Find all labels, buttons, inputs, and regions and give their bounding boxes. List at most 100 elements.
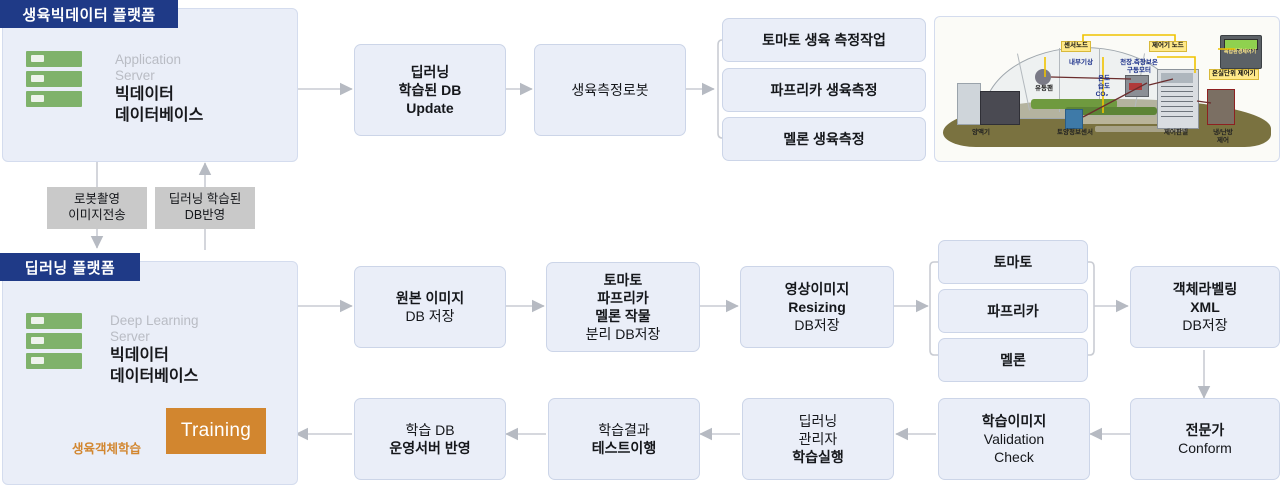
box-line: 토마토 생육 측정작업: [762, 31, 886, 48]
server-title-line1: 빅데이터: [110, 346, 169, 364]
server-led-icon: [31, 55, 44, 62]
box-training-image-validation-check[interactable]: 학습이미지 Validation Check: [938, 398, 1090, 480]
greenhouse-rib: [1059, 48, 1060, 112]
box-line: 학습 DB: [405, 421, 455, 438]
box-line: 전문가: [1185, 421, 1225, 438]
pill-line1: 딥러닝 학습된: [168, 192, 242, 207]
pill-robot-image-transfer: 로봇촬영 이미지전송: [47, 187, 147, 229]
label-control-panel: 제어판넬: [1164, 129, 1188, 136]
server-bar: [26, 51, 82, 67]
greenhouse-wires: [1044, 34, 1235, 118]
greenhouse-rib: [1099, 48, 1100, 112]
box-line: 학습결과: [598, 421, 650, 438]
box-line: DB 저장: [405, 308, 455, 324]
box-line: 딥러닝: [798, 412, 838, 429]
server-led-icon: [31, 357, 44, 364]
label-humidity: 습도: [1098, 83, 1110, 90]
box-line: 학습이미지: [981, 412, 1047, 429]
box-melon-growth-measurement[interactable]: 멜론 생육측정: [722, 117, 926, 161]
label-co2: CO₂: [1095, 91, 1109, 98]
server-bar: [26, 71, 82, 87]
label-roof-motor-line2: 구동모터: [1127, 67, 1151, 74]
box-paprika-growth-measurement[interactable]: 파프리카 생육측정: [722, 68, 926, 112]
box-line: 학습된 DB: [398, 81, 462, 98]
label-circulation-fan: 유동팬: [1035, 85, 1053, 92]
box-line: 멜론: [1000, 351, 1026, 368]
box-line: 운영서버 반영: [389, 440, 471, 456]
box-original-image-db-save[interactable]: 원본 이미지 DB 저장: [354, 266, 506, 348]
box-line: 객체라벨링: [1172, 280, 1238, 297]
server-title-line2: 데이터베이스: [115, 106, 204, 124]
server-subtitle-line1: Deep Learning: [110, 313, 199, 328]
server-led-icon: [31, 75, 44, 82]
server-led-icon: [31, 337, 44, 344]
box-line: DB저장: [794, 317, 840, 334]
circulation-fan-icon: [1035, 69, 1051, 85]
deeplearning-server-label: Deep Learning Server 빅데이터 데이터베이스: [110, 313, 199, 387]
box-line: 파프리카: [597, 289, 649, 306]
label-hvac-line2: 제어: [1217, 137, 1229, 144]
greenhouse-bed: [1075, 117, 1175, 124]
box-crop-melon[interactable]: 멜론: [938, 338, 1088, 382]
box-tomato-growth-measurement-task[interactable]: 토마토 생육 측정작업: [722, 18, 926, 62]
server-subtitle-line2: Server: [110, 328, 150, 344]
soil-sensor-icon: [1065, 109, 1083, 129]
pill-line2: 이미지전송: [68, 208, 126, 222]
control-panel-rows: [1161, 86, 1193, 118]
hvac-photo-icon: [1207, 89, 1235, 125]
box-line: Conform: [1178, 440, 1232, 456]
label-temperature: 온도: [1098, 75, 1110, 82]
caption-greenhouse-unit-controller: 온실단위 제어기: [1209, 69, 1259, 80]
box-line: 딥러닝: [410, 63, 450, 80]
box-line: 원본 이미지: [395, 289, 465, 306]
box-line: 토마토: [993, 253, 1033, 270]
box-line: Check: [994, 449, 1034, 466]
box-line: 생육측정로봇: [571, 81, 649, 98]
roof-motor-accent: [1129, 83, 1142, 90]
training-block[interactable]: Training: [166, 408, 266, 454]
box-line: 분리 DB저장: [585, 326, 661, 343]
server-title-line1: 빅데이터: [115, 85, 174, 103]
box-crop-tomato[interactable]: 토마토: [938, 240, 1088, 284]
box-deeplearning-admin-run[interactable]: 딥러닝 관리자 학습실행: [742, 398, 894, 480]
control-panel-screen: [1161, 73, 1193, 83]
server-bar: [26, 91, 82, 107]
box-line: Validation: [983, 430, 1045, 447]
caption-sensor-node: 센서노드: [1061, 41, 1091, 52]
label-hvac-line1: 냉/난방: [1213, 129, 1233, 136]
box-line: 학습실행: [792, 449, 844, 466]
box-crop-paprika[interactable]: 파프리카: [938, 289, 1088, 333]
greenhouse-illustration: 복합환경제어기 센서노드 제어기 노드 온실단위 제어기 내부기상 천장.측창보…: [934, 16, 1280, 162]
box-training-result-test[interactable]: 학습결과 테스트이행: [548, 398, 700, 480]
box-deeplearning-db-update[interactable]: 딥러닝 학습된 DB Update: [354, 44, 506, 136]
greenhouse-bed: [1095, 126, 1187, 132]
nutrient-tanks-icon: [980, 91, 1020, 125]
caption-controller-node: 제어기 노드: [1149, 41, 1187, 52]
pill-line1: 로봇촬영: [73, 192, 120, 207]
box-object-labeling-xml[interactable]: 객체라벨링 XML DB저장: [1130, 266, 1280, 348]
greenhouse-crop-row: [1065, 107, 1157, 115]
box-training-db-deploy[interactable]: 학습 DB 운영서버 반영: [354, 398, 506, 480]
box-expert-conform[interactable]: 전문가 Conform: [1130, 398, 1280, 480]
greenhouse-controller-screen-text: 복합환경제어기: [1223, 49, 1257, 55]
box-crop-separation-db-save[interactable]: 토마토 파프리카 멜론 작물 분리 DB저장: [546, 262, 700, 352]
panel-bigdata-header: 생육빅데이터 플랫폼: [0, 0, 178, 28]
box-line: 토마토: [603, 271, 643, 288]
server-bar: [26, 353, 82, 369]
box-growth-measurement-robot[interactable]: 생육측정로봇: [534, 44, 686, 136]
label-soil-sensor: 토양정보센서: [1057, 129, 1093, 136]
server-bar: [26, 313, 82, 329]
server-led-icon: [31, 95, 44, 102]
box-image-resizing-db-save[interactable]: 영상이미지 Resizing DB저장: [740, 266, 894, 348]
pill-trained-db-apply: 딥러닝 학습된 DB반영: [155, 187, 255, 229]
server-led-icon: [31, 317, 44, 324]
label-nutrient-machine: 양액기: [972, 129, 990, 136]
server-subtitle-line1: Application: [115, 52, 182, 67]
server-icon-deeplearning: [26, 313, 82, 369]
training-loop-label: 생육객체학습: [72, 442, 142, 456]
label-internal-weather: 내부기상: [1069, 59, 1093, 66]
box-line: 관리자: [798, 430, 838, 447]
box-line: 파프리카: [987, 302, 1039, 319]
box-line: 테스트이행: [591, 440, 657, 456]
